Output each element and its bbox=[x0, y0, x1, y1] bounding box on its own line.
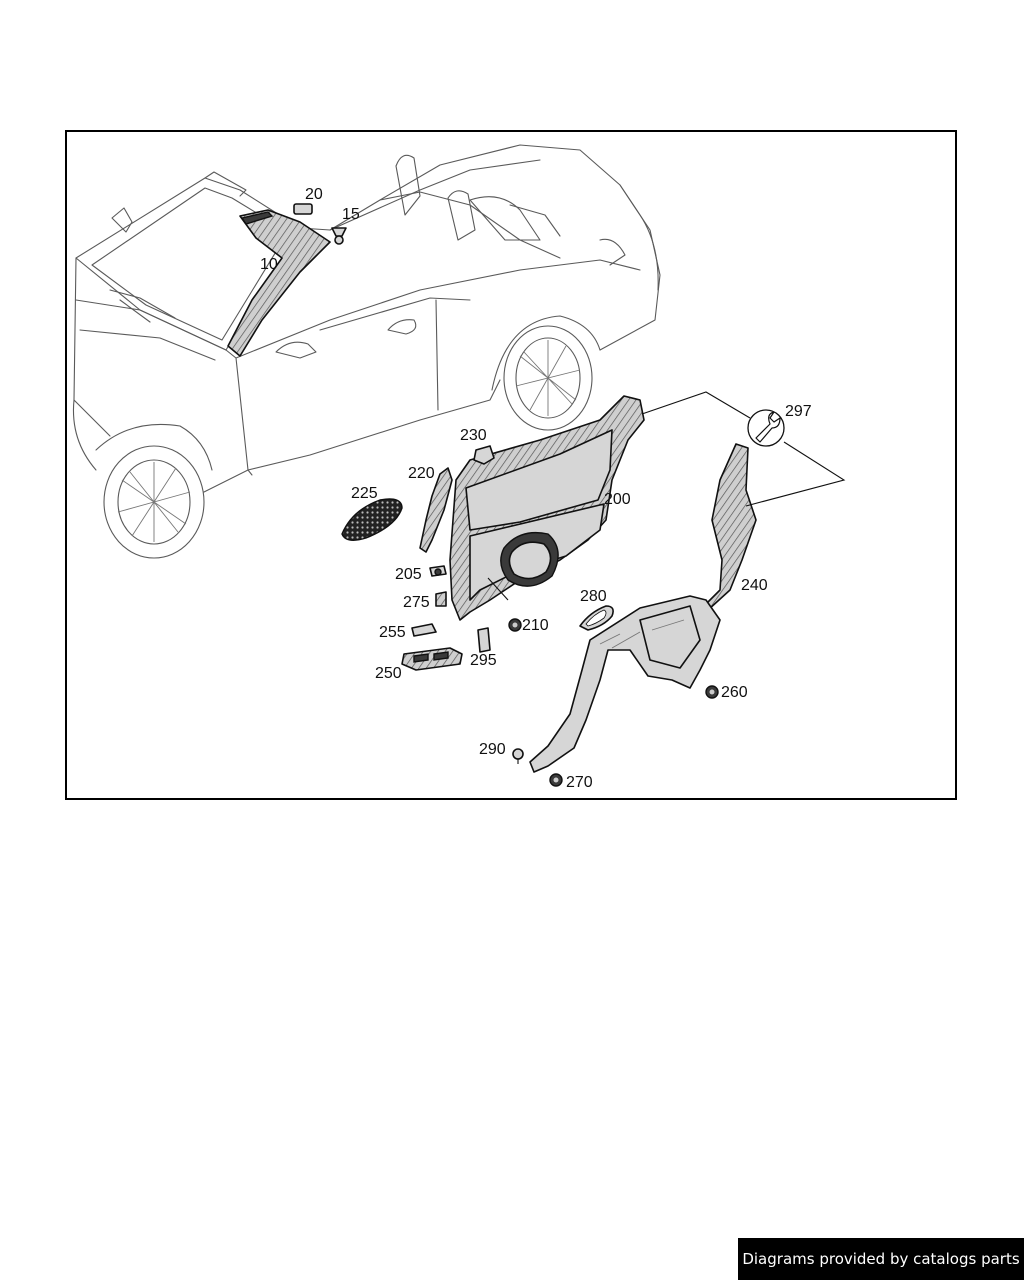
callout-205: 205 bbox=[395, 566, 422, 583]
part-220-trim-strip bbox=[419, 467, 453, 553]
callout-275: 275 bbox=[403, 594, 430, 611]
part-200-door-trim-panel bbox=[449, 395, 645, 621]
part-240-rear-side-trim bbox=[529, 443, 757, 773]
callout-250: 250 bbox=[375, 665, 402, 682]
callout-225: 225 bbox=[351, 485, 378, 502]
part-15-fastener bbox=[331, 227, 347, 245]
callout-210: 210 bbox=[522, 617, 549, 634]
callout-20: 20 bbox=[305, 186, 323, 203]
credit-banner: Diagrams provided by catalogs parts bbox=[738, 1238, 1024, 1280]
callout-230: 230 bbox=[460, 427, 487, 444]
part-210-nut bbox=[508, 618, 522, 632]
diagram-frame bbox=[65, 130, 957, 800]
callout-220: 220 bbox=[408, 465, 435, 482]
credit-text: Diagrams provided by catalogs parts bbox=[742, 1250, 1020, 1268]
callout-labels: 10 15 20 200 205 210 220 225 230 240 250… bbox=[260, 186, 812, 791]
callout-15: 15 bbox=[342, 206, 360, 223]
callout-260: 260 bbox=[721, 684, 748, 701]
callout-280: 280 bbox=[580, 588, 607, 605]
part-250-switch-panel bbox=[401, 647, 463, 671]
callout-295: 295 bbox=[470, 652, 497, 669]
callout-255: 255 bbox=[379, 624, 406, 641]
callout-10: 10 bbox=[260, 256, 278, 273]
reference-297-lines bbox=[641, 391, 846, 507]
part-280-trim-bezel bbox=[579, 605, 614, 631]
callout-297: 297 bbox=[785, 403, 812, 420]
part-230-bracket bbox=[473, 445, 495, 465]
part-295-cover bbox=[477, 627, 491, 653]
part-275-clip bbox=[435, 591, 447, 607]
part-20-clip bbox=[293, 203, 313, 215]
callout-270: 270 bbox=[566, 774, 593, 791]
callout-240: 240 bbox=[741, 577, 768, 594]
part-290-screw bbox=[512, 748, 524, 764]
part-225-speaker-grille bbox=[341, 498, 403, 541]
part-205-clip bbox=[429, 565, 447, 577]
part-10-a-pillar-trim bbox=[227, 209, 331, 357]
callout-290: 290 bbox=[479, 741, 506, 758]
part-270-nut bbox=[549, 773, 563, 787]
callout-200: 200 bbox=[604, 491, 631, 508]
part-255-switch bbox=[411, 623, 437, 637]
part-260-nut bbox=[705, 685, 719, 699]
car-outline bbox=[72, 144, 661, 559]
wrench-icon bbox=[747, 409, 785, 447]
